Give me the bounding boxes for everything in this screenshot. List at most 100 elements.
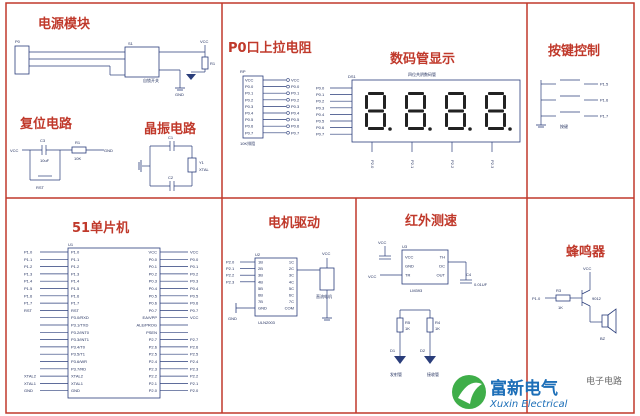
- ir-r5-label: R5: [405, 320, 411, 325]
- digit-2: [405, 92, 432, 131]
- digit-segment: [448, 127, 464, 130]
- motor-in-pin: 3B: [258, 273, 263, 278]
- display-pin-label: P0.6: [316, 125, 325, 130]
- pullup-net-label: VCC: [291, 78, 300, 83]
- power-circuit: P0 S1 自锁开关 VCC R1 GND: [14, 39, 216, 97]
- pullup-net-label: P0.0: [291, 84, 300, 89]
- mcu-u1-label: U1: [68, 242, 74, 247]
- mcu-right-net: P2.0: [190, 388, 199, 393]
- mcu-left-net: P1.2: [24, 264, 33, 269]
- pullup-part-label: 10K排阻: [240, 140, 255, 146]
- digit-segment: [488, 109, 504, 113]
- mcu-left-net: P1.7: [24, 301, 33, 306]
- key-net-label: P1.5: [600, 82, 609, 87]
- mcu-right-net: P0.1: [190, 264, 199, 269]
- digit-pin-label: P2.0: [370, 160, 375, 169]
- mcu-left-pin: P3.2/INT0: [71, 330, 90, 335]
- keys-circuit: P1.5P1.6P1.7 按键: [536, 79, 609, 129]
- digit-segment: [463, 95, 466, 109]
- digit-segment: [445, 113, 448, 127]
- buzzer-vcc-label: VCC: [583, 266, 592, 271]
- motor-chip-label: ULN2003: [258, 320, 276, 325]
- pullup-pin-label: P0.6: [245, 124, 254, 129]
- mcu-right-pin: PSEN: [146, 330, 157, 335]
- ir-d1-caption: 发射管: [390, 371, 402, 377]
- mcu-left-pin: P3.6/WR: [71, 359, 87, 364]
- motor-in-pin: 6B: [258, 293, 263, 298]
- digit-segment: [488, 127, 504, 130]
- mcu-right-pin: P0.3: [149, 279, 158, 284]
- reset-r1-label: R1: [75, 140, 81, 145]
- ir-left-pin: VCC: [405, 255, 414, 260]
- pullup-pin-label: P0.5: [245, 117, 254, 122]
- ir-d2-caption: 接收管: [427, 371, 439, 377]
- power-connector: [14, 45, 30, 75]
- mcu-left-pin: XTAL1: [71, 381, 84, 386]
- digit-segment: [383, 95, 386, 109]
- pullup-net-label: P0.6: [291, 124, 300, 129]
- ir-right-pin: OUT: [437, 273, 446, 278]
- motor-out-pin: 6C: [289, 293, 294, 298]
- digit-segment: [463, 113, 466, 127]
- mcu-right-net: P2.3: [190, 366, 199, 371]
- display-pin-label: P0.2: [316, 99, 325, 104]
- reset-c3-value: 10uF: [40, 158, 50, 163]
- mcu-left-pin: P3.1/TXD: [71, 323, 88, 328]
- digit-segment: [383, 113, 386, 127]
- reset-r1-value: 10K: [74, 156, 81, 161]
- mcu-right-net: P2.6: [190, 344, 199, 349]
- mcu-left-pin: P1.3: [71, 271, 80, 276]
- motor-gnd-label: GND: [228, 316, 237, 321]
- mcu-right-pin: VCC: [149, 250, 158, 255]
- ir-r4-value: 1K: [435, 326, 440, 331]
- ir-r4-label: R4: [435, 320, 441, 325]
- crystal-xtal-label: XTAL: [199, 167, 209, 172]
- crystal-y1-label: Y1: [199, 160, 205, 165]
- pullup-pin-label: P0.1: [245, 91, 254, 96]
- pullup-pin-label: P0.3: [245, 104, 254, 109]
- power-gnd-label: GND: [175, 92, 184, 97]
- title-ir: 红外测速: [405, 213, 457, 229]
- digit-pin-label: P2.3: [490, 160, 495, 169]
- power-s1-label: S1: [128, 41, 134, 46]
- mcu-right-pin: P0.1: [149, 264, 158, 269]
- title-crystal: 晶振电路: [144, 121, 197, 137]
- digit-segment: [365, 113, 368, 127]
- mcu-left-net: P1.4: [24, 279, 33, 284]
- digit-segment: [485, 113, 488, 127]
- mcu-right-net: P0.7: [190, 308, 199, 313]
- buzzer-q-label: 9012: [592, 296, 602, 301]
- mcu-left-net: P1.1: [24, 257, 33, 262]
- mcu-left-pin: P1.2: [71, 264, 80, 269]
- digit-segment: [408, 127, 424, 130]
- pullup-resistor-pack: [242, 75, 264, 139]
- mcu-right-pin: P0.0: [149, 257, 158, 262]
- title-power: 电源模块: [38, 16, 91, 32]
- pullup-pin-terminal: [286, 91, 290, 95]
- mcu-left-pin: P3.4/T0: [71, 344, 86, 349]
- pullup-pin-terminal: [286, 124, 290, 128]
- crystal-c1-label: C1: [168, 135, 174, 140]
- motor-icon: [319, 267, 335, 291]
- mcu-right-net: P0.5: [190, 293, 199, 298]
- digit-segment: [405, 95, 408, 109]
- pullup-pin-label: P0.0: [245, 84, 254, 89]
- buzzer-circuit: VCC P1.0 R3 1K 9012 BZ: [532, 266, 617, 341]
- mcu-right-net: VCC: [190, 250, 199, 255]
- crystal-c2-label: C2: [168, 175, 174, 180]
- digit-segment: [423, 113, 426, 127]
- mcu-left-pin: RST: [71, 308, 80, 313]
- mcu-left-pin: P3.5/T1: [71, 352, 86, 357]
- title-buzzer: 蜂鸣器: [566, 244, 606, 260]
- motor-in-pin: 2B: [258, 266, 263, 271]
- pullup-pin-terminal: [286, 104, 290, 109]
- digit-dot: [428, 127, 432, 131]
- motor-out-pin: 1C: [289, 260, 294, 265]
- mcu-left-net: P1.3: [24, 271, 33, 276]
- mcu-right-pin: P2.1: [149, 381, 158, 386]
- mcu-right-net: VCC: [190, 315, 199, 320]
- title-reset: 复位电路: [19, 116, 73, 132]
